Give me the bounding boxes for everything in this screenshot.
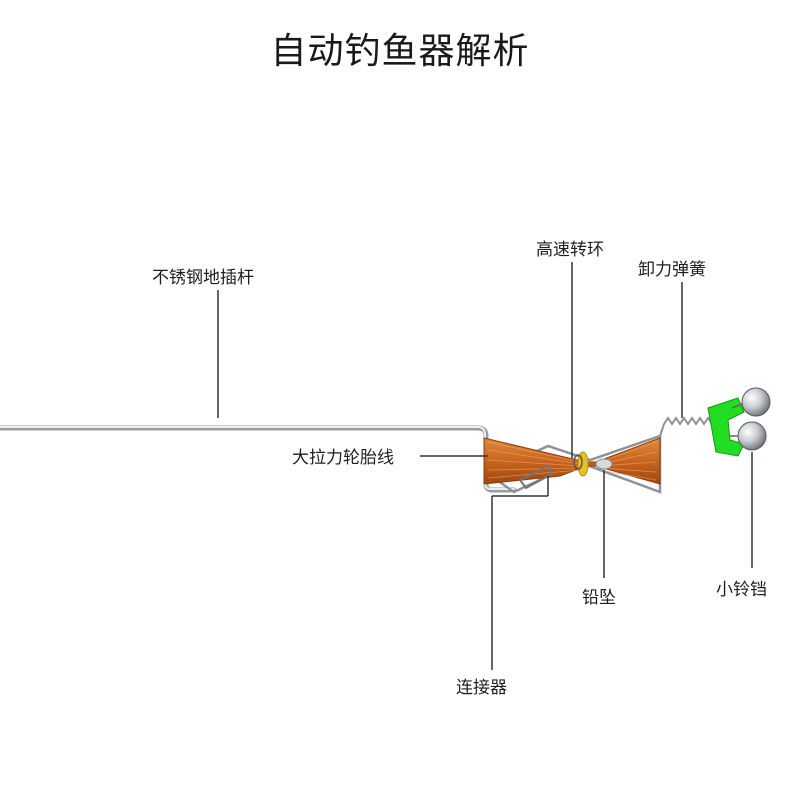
label-connector: 连接器 xyxy=(456,678,507,698)
bell-assembly xyxy=(707,387,771,457)
label-sinker: 铅坠 xyxy=(582,588,616,608)
label-tire-line: 大拉力轮胎线 xyxy=(292,448,394,468)
leader-lines xyxy=(217,262,753,670)
label-small-bells: 小铃铛 xyxy=(716,580,767,600)
label-relief-spring: 卸力弹簧 xyxy=(638,260,706,280)
sinker xyxy=(595,458,613,470)
label-stainless-rod: 不锈钢地插杆 xyxy=(152,268,254,288)
swivel xyxy=(573,454,583,470)
relief-spring xyxy=(659,416,717,437)
connector-clip xyxy=(518,464,554,490)
diagram-title: 自动钓鱼器解析 xyxy=(270,31,530,72)
label-high-speed-swivel: 高速转环 xyxy=(536,240,604,260)
stainless-rod xyxy=(0,425,517,493)
